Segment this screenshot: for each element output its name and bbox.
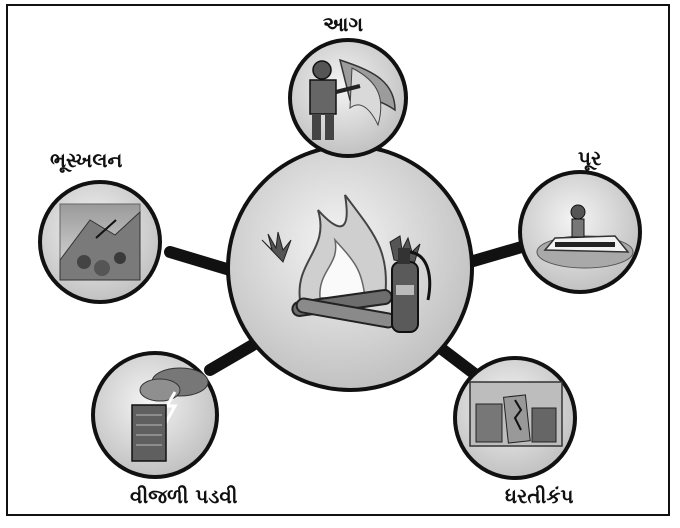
fire-firefighter-icon [288,38,408,158]
center-campfire-icon [226,144,474,392]
collapsed-buildings-icon [453,356,577,480]
label-fire: આગ [323,12,364,36]
label-lightning: વીજળી પડવી [130,484,238,508]
landslide-icon [38,180,162,304]
label-earthquake: ધરતીકંપ [505,484,574,508]
label-landslide: ભૂસ્ખલન [50,148,123,172]
flood-car-icon [518,170,642,294]
label-flood: પૂર [578,146,602,170]
lightning-storm-icon [91,351,219,479]
